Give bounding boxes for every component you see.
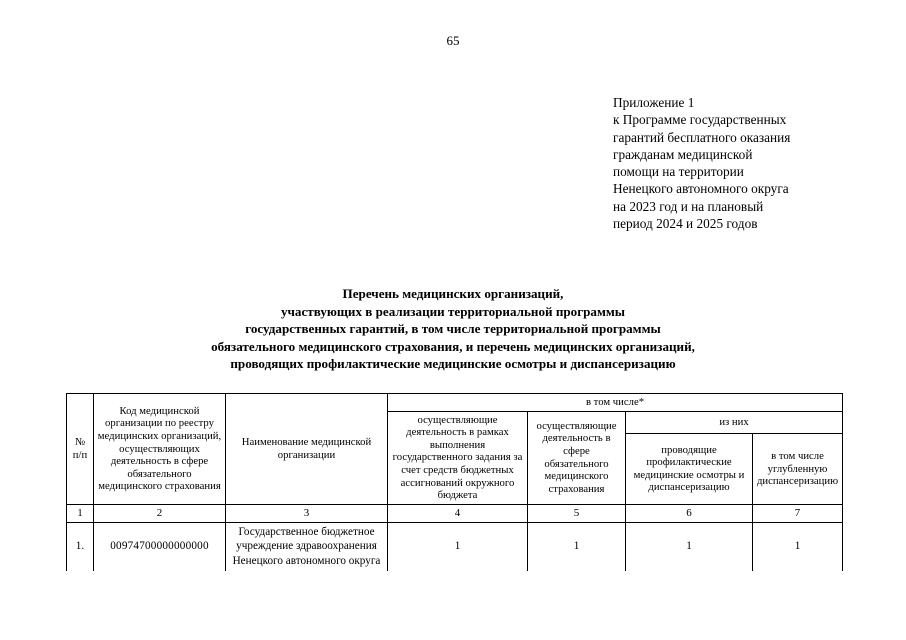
page-number: 65 (446, 33, 460, 48)
document-title: Перечень медицинских организаций, участв… (0, 285, 906, 373)
appendix-line: гарантий бесплатного оказания (613, 129, 791, 145)
column-number: 1 (66, 503, 94, 523)
cell-checkups: 1 (625, 521, 753, 571)
header-index-line1: № (74, 436, 86, 449)
header-row-group: № п/п Код медицинской организации по рее… (66, 393, 844, 505)
cell-code-value: 00974700000000000 (110, 540, 209, 553)
appendix-line: Ненецкого автономного округа (613, 181, 789, 197)
header-cell-subgroup: из них (624, 410, 844, 435)
header-cell-checkups: проводящие профилактические медицинские … (625, 433, 753, 505)
header-cell-group: в том числе* (386, 393, 844, 412)
cell-org-name: Государственное бюджетное учреждение здр… (225, 521, 388, 571)
appendix-line: Приложение 1 (613, 95, 695, 110)
column-number: 6 (625, 503, 753, 523)
appendix-line: помощи на территории (613, 164, 744, 180)
title-line: обязательного медицинского страхования, … (211, 338, 695, 354)
column-number-row: 1 2 3 4 5 6 7 (66, 503, 844, 523)
table-body: 1. 00974700000000000 Государственное бюд… (66, 521, 844, 571)
header-row-subgroup: осуществляющие деятельность в рамках вып… (67, 410, 844, 505)
title-line: проводящих профилактические медицинские … (230, 356, 676, 372)
header-cell-budget-activity: осуществляющие деятельность в рамках вып… (387, 410, 528, 505)
column-number: 3 (225, 503, 388, 523)
appendix-line: на 2023 год и на плановый (613, 198, 764, 214)
appendix-line: период 2024 и 2025 годов (613, 216, 758, 232)
cell-code: 00974700000000000 (93, 521, 226, 571)
cell-oms-activity: 1 (527, 521, 626, 571)
header-cell-index: № п/п (66, 393, 94, 505)
cell-budget-activity: 1 (387, 521, 528, 571)
appendix-line: к Программе государственных (613, 112, 787, 128)
appendix-reference-block: Приложение 1 к Программе государственных… (613, 94, 878, 232)
header-cell-deep-checkups: в том числе углубленную диспансеризацию (751, 433, 844, 505)
title-line: Перечень медицинских организаций, (342, 286, 564, 301)
header-cell-org-name: Наименование медицинской организации (225, 393, 388, 505)
appendix-line: гражданам медицинской (613, 146, 753, 162)
table-head: № п/п Код медицинской организации по рее… (66, 393, 844, 523)
column-number: 7 (751, 503, 844, 523)
table-row: 1. 00974700000000000 Государственное бюд… (66, 521, 844, 571)
registry-table: № п/п Код медицинской организации по рее… (66, 393, 844, 571)
cell-index: 1. (66, 521, 94, 571)
column-number: 2 (93, 503, 226, 523)
title-line: участвующих в реализации территориальной… (280, 303, 626, 319)
header-index-line2: п/п (72, 448, 88, 461)
cell-deep-checkups: 1 (751, 521, 844, 571)
title-line: государственных гарантий, в том числе те… (245, 321, 661, 337)
header-cell-code: Код медицинской организации по реестру м… (93, 393, 226, 505)
column-number: 5 (527, 503, 626, 523)
registry-table-wrapper: № п/п Код медицинской организации по рее… (66, 393, 844, 571)
header-cell-oms-activity: осуществляющие деятельность в сфере обяз… (527, 410, 626, 505)
column-number: 4 (387, 503, 528, 523)
